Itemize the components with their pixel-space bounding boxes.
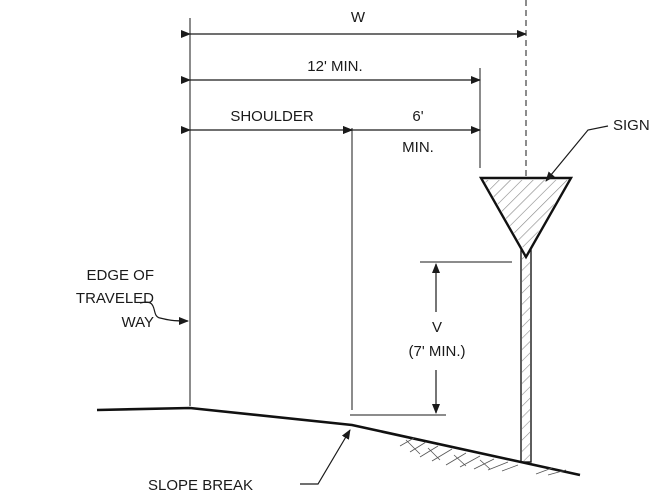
ground-line (96, 406, 581, 477)
six-min-label: MIN. (402, 139, 434, 156)
twelve-min-label: 12' MIN. (307, 58, 362, 75)
edge-of-traveled-way-leader (139, 301, 189, 325)
traveled-label: TRAVELED (76, 290, 154, 307)
slope-break-leader (300, 429, 351, 485)
shoulder-label: SHOULDER (230, 108, 314, 125)
sign-leader (545, 125, 609, 182)
w-label: W (351, 9, 366, 26)
six-label: 6' (412, 108, 423, 125)
sign-panel-hatch (484, 180, 568, 253)
v-min-label: (7' MIN.) (408, 343, 465, 360)
way-label: WAY (122, 314, 155, 331)
sign-post-hatch (522, 251, 530, 461)
edge-of-label: EDGE OF (86, 267, 154, 284)
slope-break-label: SLOPE BREAK (148, 477, 253, 494)
v-label: V (432, 319, 442, 336)
ground-hatching (399, 437, 567, 476)
sign-label: SIGN (613, 117, 650, 134)
